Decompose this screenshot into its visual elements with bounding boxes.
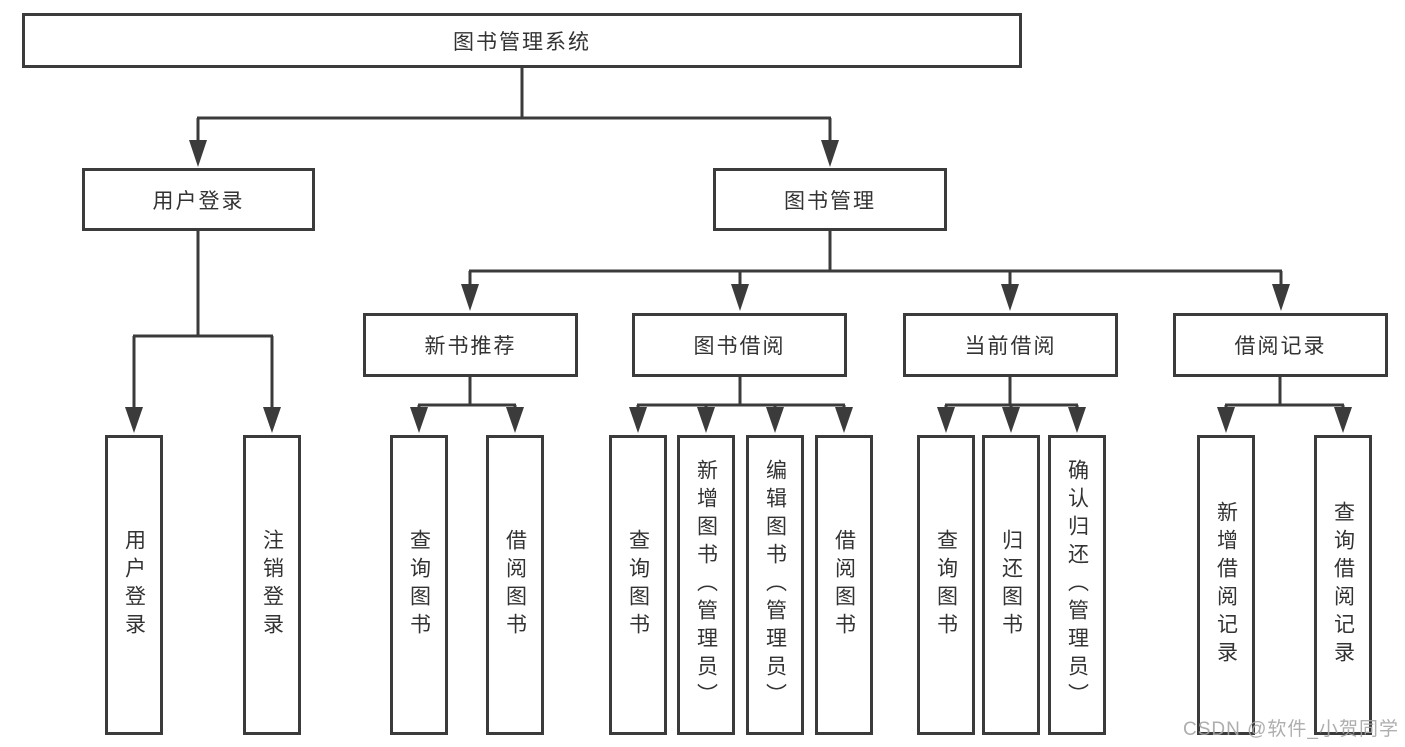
arrowheads — [125, 140, 1352, 433]
leaf-label: 查询图书 — [626, 529, 650, 641]
node-label: 用户登录 — [152, 189, 245, 213]
node-label: 新书推荐 — [424, 335, 517, 358]
leaf-logout: 注销登录 — [243, 435, 301, 735]
leaf-borrow-books: 借阅图书 — [486, 435, 544, 735]
leaf-add-books-admin: 新增图书（管理员） — [677, 435, 735, 735]
watermark: CSDN @软件_小贺同学 — [1183, 719, 1399, 740]
leaf-label: 查询借阅记录 — [1331, 501, 1355, 669]
leaf-edit-books-admin: 编辑图书（管理员） — [746, 435, 804, 735]
node-book-management: 图书管理 — [713, 168, 947, 231]
node-user-login: 用户登录 — [82, 168, 315, 231]
leaf-label: 查询图书 — [934, 529, 958, 641]
leaf-query-books: 查询图书 — [390, 435, 448, 735]
leaf-label: 借阅图书 — [832, 529, 856, 641]
leaf-return-books: 归还图书 — [982, 435, 1040, 735]
leaf-label: 编辑图书（管理员） — [763, 459, 787, 711]
node-current-borrowing: 当前借阅 — [903, 313, 1118, 377]
connector-paths — [132, 67, 1345, 409]
node-label: 借阅记录 — [1234, 335, 1327, 358]
node-label: 图书管理 — [784, 189, 876, 213]
leaf-add-borrow-record: 新增借阅记录 — [1197, 435, 1255, 735]
leaf-query-borrow-record: 查询借阅记录 — [1314, 435, 1372, 735]
node-book-borrowing: 图书借阅 — [632, 313, 847, 377]
leaf-query-books: 查询图书 — [609, 435, 667, 735]
leaf-user-login: 用户登录 — [105, 435, 163, 735]
leaf-label: 注销登录 — [260, 529, 284, 641]
leaf-query-books: 查询图书 — [917, 435, 975, 735]
leaf-label: 查询图书 — [407, 529, 431, 641]
leaf-label: 新增借阅记录 — [1214, 501, 1238, 669]
leaf-label: 用户登录 — [122, 529, 146, 641]
leaf-borrow-books: 借阅图书 — [815, 435, 873, 735]
leaf-confirm-return-admin: 确认归还（管理员） — [1048, 435, 1106, 735]
leaf-label: 新增图书（管理员） — [694, 459, 718, 711]
node-new-book-recommendation: 新书推荐 — [363, 313, 578, 377]
node-label: 图书借阅 — [693, 335, 786, 358]
leaf-label: 借阅图书 — [503, 529, 527, 641]
leaf-label: 归还图书 — [999, 529, 1023, 641]
node-label: 图书管理系统 — [453, 30, 591, 54]
node-label: 当前借阅 — [964, 335, 1057, 358]
leaf-label: 确认归还（管理员） — [1065, 459, 1089, 711]
node-borrowing-records: 借阅记录 — [1173, 313, 1388, 377]
node-root: 图书管理系统 — [22, 13, 1022, 68]
